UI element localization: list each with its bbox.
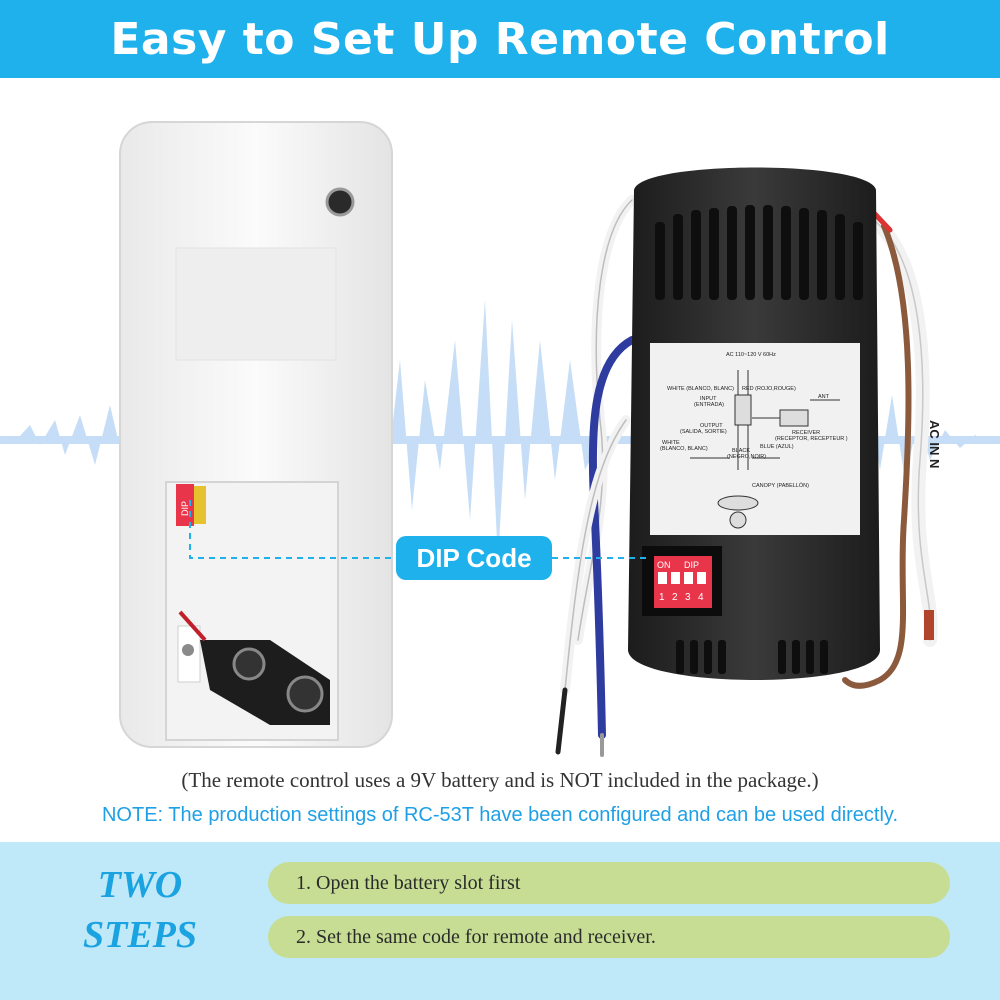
svg-text:AC 110~120 V 60Hz: AC 110~120 V 60Hz [726,352,776,358]
header-banner: Easy to Set Up Remote Control [0,0,1000,78]
svg-text:ANT: ANT [818,394,830,400]
led-indicator [325,187,355,217]
receiver-wires-left [555,195,637,757]
svg-text:RECEIVER: RECEIVER [792,430,820,436]
remote-dip-label: DIP [180,501,190,516]
dip-code-label: DIP Code [396,536,552,580]
svg-text:ON: ON [657,560,671,570]
steps-heading-line-1: TWO [97,864,183,906]
wiring-diagram-text: AC 110~120 V 60Hz WHITE (BLANCO, BLANC) … [660,352,848,489]
vent-slots [655,205,863,300]
svg-text:DIP: DIP [684,560,699,570]
step-1: 1. Open the battery slot first [268,862,950,904]
battery-clip [178,610,330,725]
dip-switch-block[interactable]: ON DIP 1 2 3 4 [642,546,722,616]
steps-heading: TWO STEPS [40,860,240,960]
battery-caption: (The remote control uses a 9V battery an… [181,768,819,792]
product-scene: DIP AC IN N [0,121,1000,757]
svg-text:RED (ROJO,ROUGE): RED (ROJO,ROUGE) [742,386,796,392]
receiver-wires-right: AC IN N [842,211,942,689]
svg-text:3: 3 [685,592,691,603]
wiring-diagram-lines [690,370,840,529]
svg-text:(ENTRADA): (ENTRADA) [694,402,724,408]
svg-text:BLACK: BLACK [732,448,750,454]
svg-text:(NEGRO,NOIR): (NEGRO,NOIR) [727,454,766,460]
svg-text:(SALIDA, SORTIE): (SALIDA, SORTIE) [680,429,727,435]
receiver-box: AC 110~120 V 60Hz WHITE (BLANCO, BLANC) … [628,167,880,680]
steps-heading-line-2: STEPS [82,914,198,956]
svg-text:1: 1 [659,592,665,603]
svg-text:WHITE (BLANCO, BLANC): WHITE (BLANCO, BLANC) [667,386,734,392]
svg-text:(BLANCO, BLANC): (BLANCO, BLANC) [660,446,708,452]
receiver-wire-label: AC IN N [927,420,942,468]
page-title: Easy to Set Up Remote Control [110,13,890,65]
production-note: NOTE: The production settings of RC-53T … [101,804,898,826]
svg-text:INPUT: INPUT [700,396,717,402]
sound-wave-graphic [0,300,1000,560]
svg-text:CANOPY (PABELLÓN): CANOPY (PABELLÓN) [752,482,809,489]
dip-callout-line [189,500,648,559]
svg-text:4: 4 [698,592,704,603]
svg-text:2: 2 [672,592,678,603]
step-2: 2. Set the same code for remote and rece… [268,916,950,958]
svg-text:WHITE: WHITE [662,440,680,446]
remote-control: DIP [119,121,393,748]
svg-text:(RECEPTOR, RECEPTEUR ): (RECEPTOR, RECEPTEUR ) [775,436,848,442]
svg-text:BLUE (AZUL): BLUE (AZUL) [760,444,794,450]
bottom-vents [676,640,828,674]
svg-text:OUTPUT: OUTPUT [700,423,723,429]
